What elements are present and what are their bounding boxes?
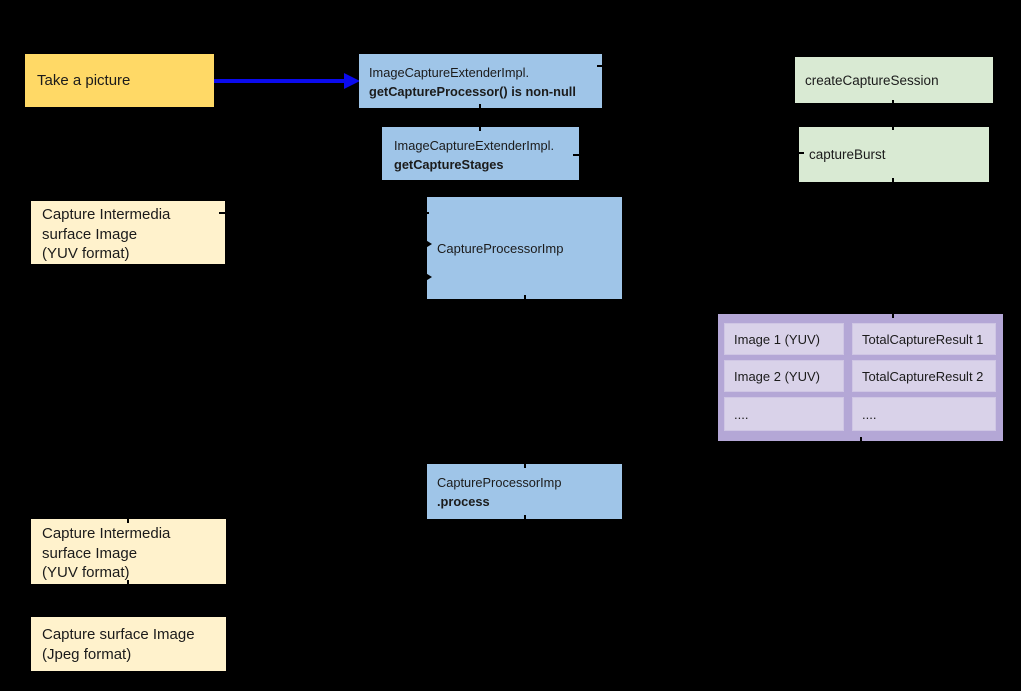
- yuv-top-line3: (YUV format): [42, 245, 130, 262]
- capture-processor-node: CaptureProcessorImp: [427, 197, 622, 299]
- capture-burst-node: captureBurst: [799, 127, 989, 182]
- capture-intermedia-yuv-bottom-node: Capture Intermedia surface Image (YUV fo…: [31, 519, 226, 584]
- table-cell-result-1: TotalCaptureResult 1: [852, 323, 996, 355]
- connector-tick: [479, 104, 481, 112]
- capture-process-line2: .process: [437, 494, 490, 509]
- connector-tick: [524, 295, 526, 303]
- black-arrow-head-icon: [424, 239, 432, 249]
- get-capture-processor-node: ImageCaptureExtenderImpl. getCaptureProc…: [359, 54, 602, 108]
- capture-burst-label: captureBurst: [809, 147, 886, 162]
- yuv-top-line1: Capture Intermedia: [42, 206, 171, 223]
- connector-tick: [127, 515, 129, 523]
- black-arrow-head-icon: [424, 272, 432, 282]
- take-a-picture-node: Take a picture: [25, 54, 214, 107]
- create-capture-session-node: createCaptureSession: [795, 57, 993, 103]
- jpeg-line1: Capture surface Image: [42, 626, 195, 643]
- connector-tick: [892, 178, 894, 186]
- connector-tick: [794, 152, 804, 154]
- yuv-bottom-line3: (YUV format): [42, 564, 130, 581]
- connector-tick: [219, 212, 229, 214]
- capture-surface-jpeg-node: Capture surface Image (Jpeg format): [31, 617, 226, 671]
- table-cell-image-more: ....: [724, 397, 844, 431]
- yuv-top-line2: surface Image: [42, 225, 138, 243]
- yuv-bottom-line2: surface Image: [42, 544, 138, 562]
- table-cell-result-2: TotalCaptureResult 2: [852, 360, 996, 392]
- yuv-bottom-line1: Capture Intermedia: [42, 525, 171, 542]
- capture-process-line1: CaptureProcessorImp: [437, 475, 562, 490]
- get-capture-stages-line1: ImageCaptureExtenderImpl.: [394, 138, 555, 153]
- connector-tick: [860, 437, 862, 445]
- capture-processor-label: CaptureProcessorImp: [437, 240, 564, 256]
- capture-intermedia-yuv-top-node: Capture Intermedia surface Image (YUV fo…: [31, 201, 225, 264]
- capture-process-node: CaptureProcessorImp .process: [427, 464, 622, 519]
- connector-tick: [127, 580, 129, 588]
- jpeg-line2: (Jpeg format): [42, 645, 132, 663]
- connector-tick: [524, 515, 526, 523]
- connector-tick: [417, 243, 427, 245]
- connector-tick: [597, 65, 607, 67]
- connector-tick: [479, 123, 481, 131]
- connector-tick: [892, 100, 894, 108]
- connector-tick: [419, 212, 429, 214]
- blue-arrow-line: [214, 79, 345, 83]
- get-capture-processor-line2: getCaptureProcessor() is non-null: [369, 84, 576, 99]
- capture-results-table: Image 1 (YUV) TotalCaptureResult 1 Image…: [718, 314, 1003, 441]
- get-capture-stages-line2: getCaptureStages: [394, 157, 504, 172]
- connector-tick: [892, 122, 894, 130]
- take-a-picture-label: Take a picture: [37, 72, 131, 89]
- connector-tick: [417, 276, 427, 278]
- table-cell-image-1: Image 1 (YUV): [724, 323, 844, 355]
- create-capture-session-label: createCaptureSession: [805, 72, 939, 88]
- get-capture-processor-line1: ImageCaptureExtenderImpl.: [369, 65, 530, 80]
- get-capture-stages-node: ImageCaptureExtenderImpl. getCaptureStag…: [382, 127, 579, 180]
- table-cell-image-2: Image 2 (YUV): [724, 360, 844, 392]
- blue-arrow-head-icon: [344, 73, 360, 89]
- table-cell-result-more: ....: [852, 397, 996, 431]
- connector-tick: [524, 460, 526, 468]
- connector-tick: [892, 310, 894, 318]
- connector-tick: [573, 154, 583, 156]
